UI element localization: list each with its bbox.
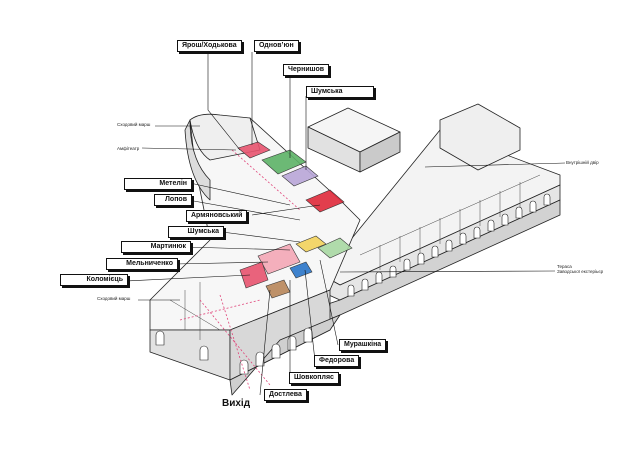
label-yarosh-khodkova: Ярош/Ходькова: [177, 40, 242, 52]
note-stairs-bottom: Сходовий марш: [97, 296, 131, 301]
room-red-mid: [305, 189, 345, 213]
label-chernyshov: Чернишов: [283, 64, 330, 76]
label-murashkina: Мурашкіна: [339, 339, 387, 351]
colored-rooms: [237, 141, 353, 299]
note-inner-yard: Внутрішній двір: [566, 160, 599, 165]
label-metelin: Метелін: [124, 178, 192, 190]
interior-partitions: [169, 174, 541, 340]
label-fedorova: Федорова: [314, 355, 360, 367]
room-rose-low2: [239, 261, 269, 289]
label-shumska-mid: Шумська: [168, 226, 224, 238]
end-block: [439, 103, 521, 171]
room-blue-low: [289, 261, 313, 279]
exit-label: Вихід: [222, 398, 251, 409]
note-terrace-line1: Тераса: [557, 264, 572, 269]
arcade-windows: [155, 193, 551, 375]
leader-lines: [125, 52, 566, 396]
label-dostleva: Достлева: [264, 389, 307, 401]
room-green-mid: [317, 237, 353, 259]
room-yellow-mid: [295, 235, 327, 253]
main-wing-base: [229, 314, 341, 396]
building-volume: [149, 103, 561, 396]
label-odnovyun: Одновʼюн: [254, 40, 299, 52]
label-kolomiets: Коломієць: [60, 274, 128, 286]
courtyard-box-right: [359, 131, 401, 173]
stair-tower-facade: [184, 119, 211, 201]
label-armianovskyi: Армяновський: [186, 210, 248, 222]
note-stairs-top: Сходовий марш: [117, 122, 151, 127]
room-purple-top: [281, 165, 319, 187]
label-melnychenko: Мельниченко: [106, 258, 178, 270]
label-shevkoplias: Шовкопляс: [289, 372, 339, 384]
circulation-guides: [179, 149, 301, 391]
room-rose-low: [257, 243, 301, 275]
label-martynuk: Мартинюк: [121, 241, 191, 253]
label-shumska-top: Шумська: [306, 86, 374, 98]
note-amphitheatre: Амфітеатр: [117, 146, 140, 151]
note-terrace-line2: Заводської екстеріьєр: [557, 269, 604, 274]
room-rose-top: [237, 141, 271, 159]
label-lopov: Лопов: [154, 194, 192, 206]
